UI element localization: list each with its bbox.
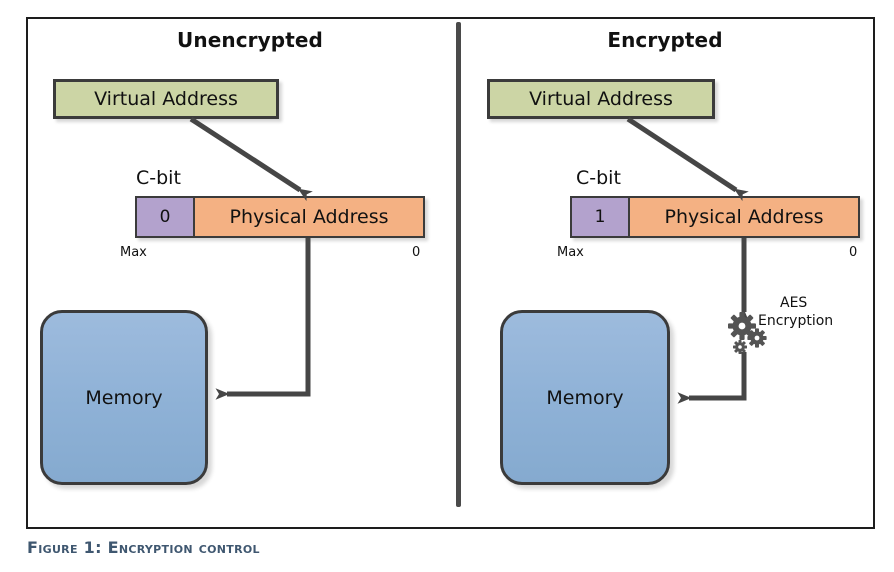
panel-title-unencrypted: Unencrypted	[177, 28, 323, 52]
address-bar-unencrypted: 0 Physical Address	[135, 196, 425, 238]
cbit-title-unencrypted: C-bit	[136, 167, 181, 189]
memory-label: Memory	[85, 386, 163, 409]
memory-label: Memory	[546, 386, 624, 409]
memory-box-unencrypted: Memory	[40, 310, 208, 485]
panel-title-encrypted: Encrypted	[607, 28, 723, 52]
physical-address-label-encrypted: Physical Address	[630, 198, 858, 236]
physical-address-label-unencrypted: Physical Address	[195, 198, 423, 236]
cbit-title-encrypted: C-bit	[576, 167, 621, 189]
figure-caption: Figure 1: Encryption control	[27, 538, 260, 557]
panel-divider	[456, 22, 461, 507]
memory-box-encrypted: Memory	[500, 310, 670, 485]
virtual-address-box-unencrypted: Virtual Address	[53, 79, 279, 119]
zero-label-unencrypted: 0	[412, 245, 421, 260]
address-bar-encrypted: 1 Physical Address	[570, 196, 860, 238]
max-label-encrypted: Max	[557, 245, 584, 260]
aes-label-line2: Encryption	[758, 313, 834, 329]
zero-label-encrypted: 0	[849, 245, 858, 260]
max-label-unencrypted: Max	[120, 245, 147, 260]
virtual-address-box-encrypted: Virtual Address	[487, 79, 715, 119]
cbit-value-unencrypted: 0	[137, 198, 195, 236]
cbit-value-encrypted: 1	[572, 198, 630, 236]
virtual-address-label: Virtual Address	[529, 88, 673, 110]
aes-label-line1: AES	[780, 295, 808, 311]
virtual-address-label: Virtual Address	[94, 88, 238, 110]
